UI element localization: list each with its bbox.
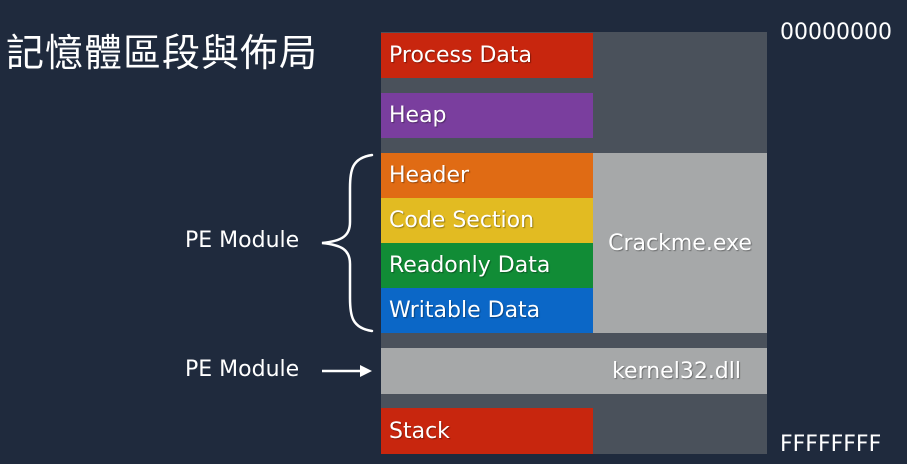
segment-label: Process Data xyxy=(389,43,532,68)
address-start: 00000000 xyxy=(780,20,892,45)
segment-readonly-data: Readonly Data xyxy=(381,243,593,288)
kernel32-module-label: kernel32.dll xyxy=(612,358,741,384)
segment-label: Heap xyxy=(389,103,447,128)
kernel32-module-box: kernel32.dll xyxy=(381,348,767,394)
segment-stack: Stack xyxy=(381,408,593,454)
segment-label: Code Section xyxy=(389,208,535,233)
segment-writable-data: Writable Data xyxy=(381,288,593,333)
crackme-module-box: Crackme.exe xyxy=(593,153,767,333)
curly-brace-icon xyxy=(321,153,374,333)
arrow-right-icon xyxy=(360,365,372,377)
segment-header: Header xyxy=(381,153,593,198)
pe-module-brace-label: PE Module xyxy=(185,228,300,253)
segment-label: Readonly Data xyxy=(389,253,551,278)
segment-label: Writable Data xyxy=(389,298,541,323)
segment-label: Stack xyxy=(389,418,450,444)
segment-code-section: Code Section xyxy=(381,198,593,243)
crackme-module-label: Crackme.exe xyxy=(608,230,752,256)
address-end: FFFFFFFF xyxy=(780,432,882,457)
slide-title: 記憶體區段與佈局 xyxy=(6,31,319,75)
segment-heap: Heap xyxy=(381,93,593,138)
segment-process-data: Process Data xyxy=(381,33,593,78)
segment-label: Header xyxy=(389,163,470,188)
pe-module-arrow-label: PE Module xyxy=(185,357,300,382)
